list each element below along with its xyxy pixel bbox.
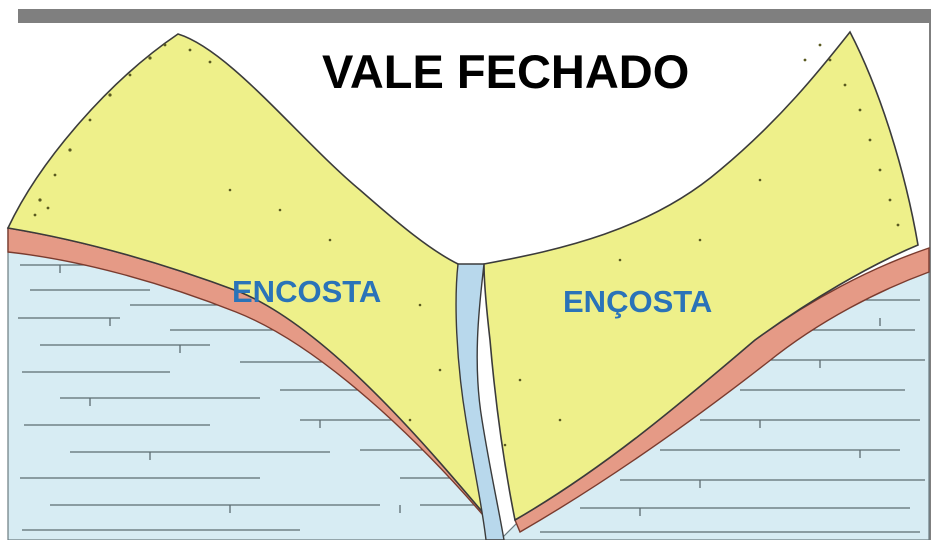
top-frame-bar — [18, 9, 931, 23]
left-slope-label: ENCOSTA — [232, 274, 382, 309]
bedrock-strokes-right — [540, 299, 925, 533]
slope-speckles — [33, 43, 900, 447]
right-slope — [483, 30, 919, 522]
right-slope-label: ENÇOSTA — [563, 284, 713, 319]
right-frame-line — [929, 9, 931, 540]
bedrock-strokes-left — [18, 264, 488, 531]
diagram-title: VALE FECHADO — [322, 45, 690, 98]
